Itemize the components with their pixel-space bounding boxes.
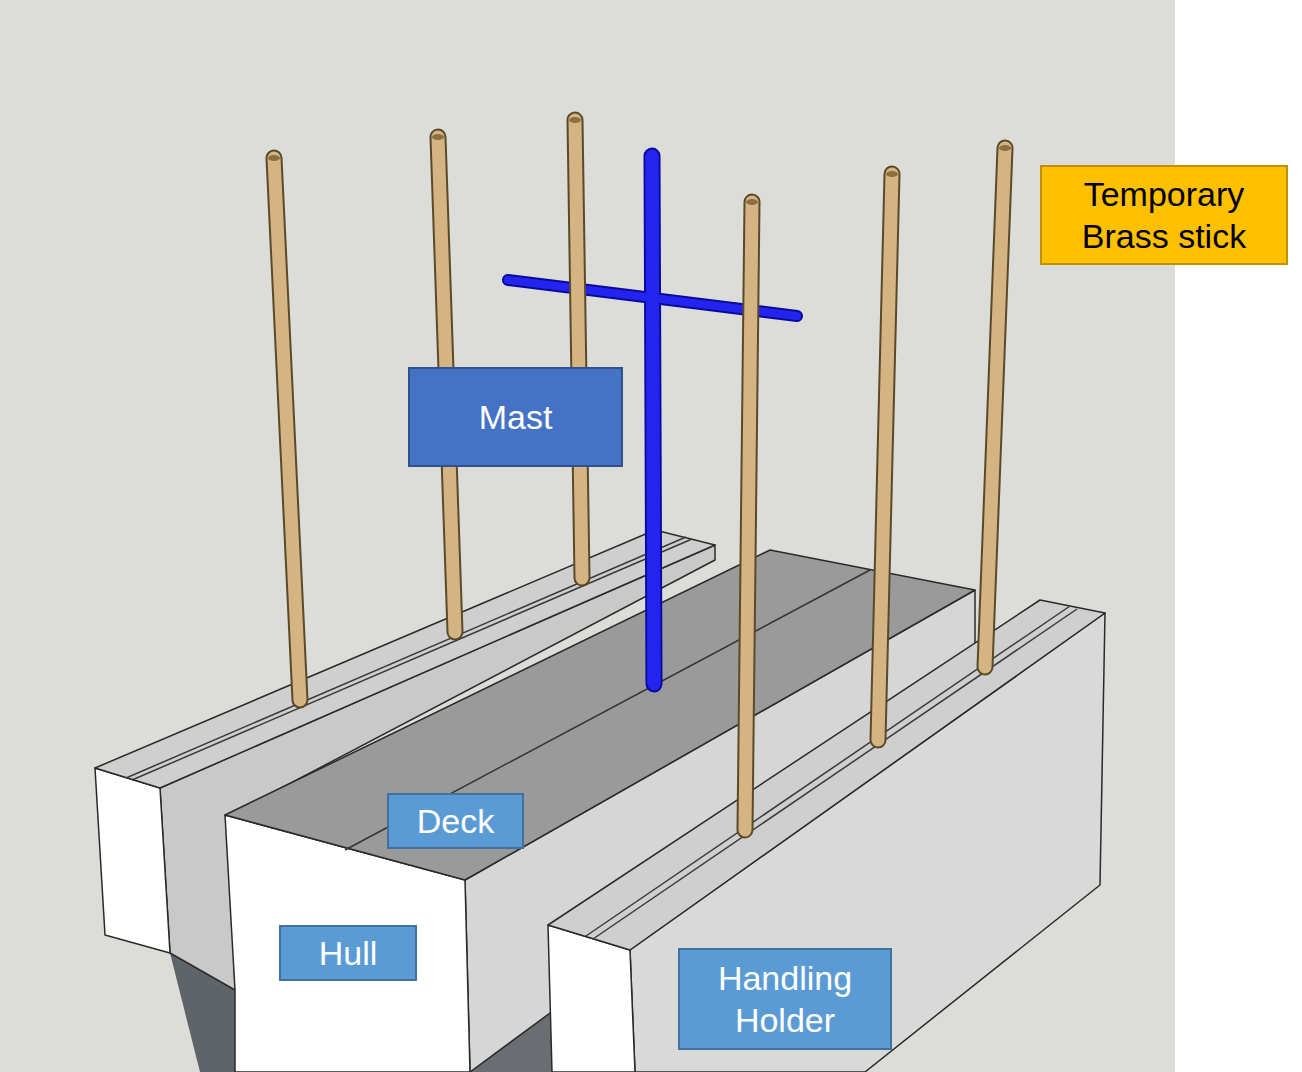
part-label: Mast bbox=[408, 367, 623, 467]
label-text: Hull bbox=[319, 932, 378, 975]
part-label: Hull bbox=[279, 925, 417, 981]
background bbox=[0, 0, 1175, 1072]
label-text: Mast bbox=[479, 396, 553, 439]
label-text: Deck bbox=[417, 800, 494, 843]
part-label: Handling Holder bbox=[678, 948, 892, 1050]
label-text: Temporary Brass stick bbox=[1052, 173, 1276, 258]
label-text: Handling Holder bbox=[690, 957, 880, 1042]
brass-sticks bbox=[268, 117, 1011, 830]
part-label: Deck bbox=[387, 793, 524, 849]
part-label: Temporary Brass stick bbox=[1040, 165, 1288, 265]
right-handling-holder bbox=[548, 600, 1105, 1072]
